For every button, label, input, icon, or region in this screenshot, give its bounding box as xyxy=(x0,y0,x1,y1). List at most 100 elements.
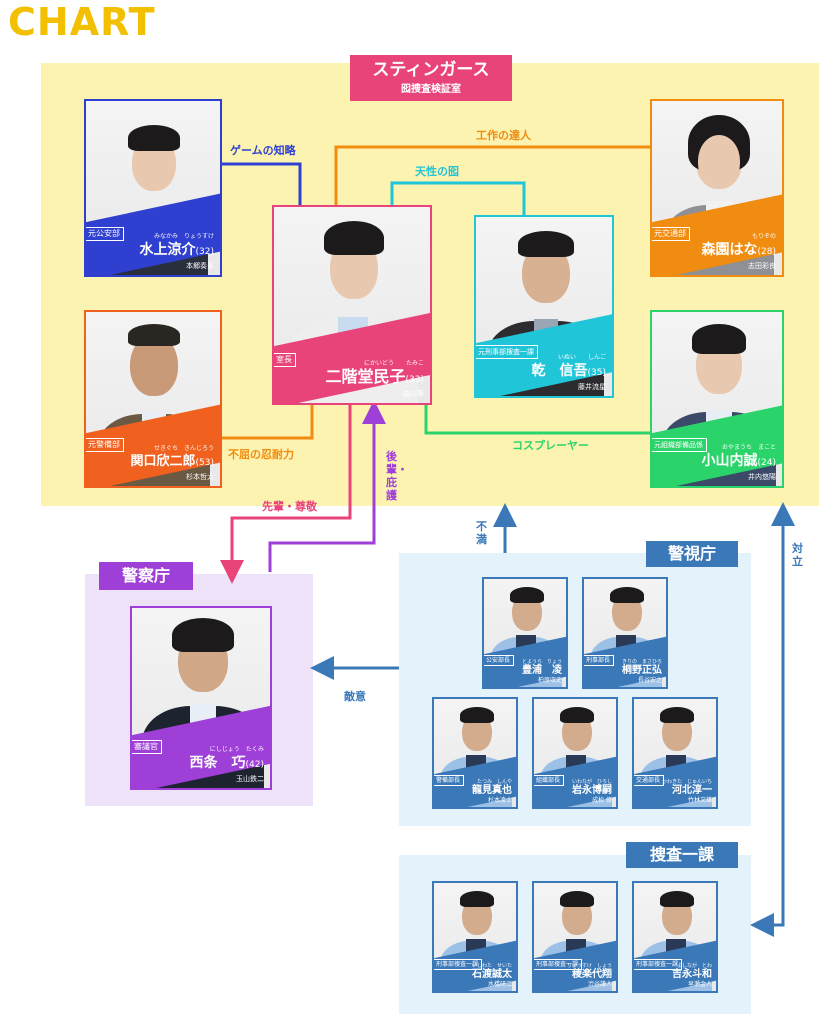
member-name: 桐野正弘 xyxy=(622,665,662,676)
member-card: 交通部長 かわきた じゅんいち 河北淳一 竹林文雄 xyxy=(632,697,718,809)
character-name: 森園はな xyxy=(701,242,758,258)
member-ruby: たつみ しんや xyxy=(476,779,512,785)
member-actor: 竹林文雄 xyxy=(687,797,712,804)
member-card: 公安部長 とようら りょう 豊浦 凌 柏原収史 xyxy=(482,577,568,689)
character-age: (53) xyxy=(195,458,214,468)
member-name: 龍見真也 xyxy=(472,785,512,796)
name-ruby: にかいどう たみこ xyxy=(363,360,424,367)
member-role: 刑事部捜査一課 xyxy=(434,959,483,970)
member-name: 稜楽代翔 xyxy=(572,969,612,980)
member-actor: 水橋研二 xyxy=(487,981,512,988)
npa-title: 警察庁 xyxy=(99,562,193,590)
role-badge: 審議官 xyxy=(132,740,162,754)
member-card: 刑事部捜査一課 りょうすけ しょう 稜楽代翔 渋谷謙人 xyxy=(532,881,618,993)
line-opposition xyxy=(750,516,785,937)
member-role: 刑事部長 xyxy=(584,655,615,666)
label-natural: 天性の囮 xyxy=(415,165,459,178)
name-ruby: みなかみ りょうすけ xyxy=(153,233,214,240)
member-ruby: りょうすけ しょう xyxy=(566,963,612,969)
card-sekiguchi: 元警備部 せきぐち きんじろう 関口欣二郎(53) 杉本哲太 xyxy=(84,310,222,488)
actor-name: 志田彩良 xyxy=(748,262,776,270)
member-card: 警備部長 たつみ しんや 龍見真也 杉本凌士 xyxy=(432,697,518,809)
member-actor: 杉本凌士 xyxy=(487,797,512,804)
character-age: (42) xyxy=(245,760,264,770)
member-name: 石渡誠太 xyxy=(472,969,512,980)
character-name: 二階堂民子 xyxy=(325,367,406,386)
name-ruby: おやまうち まこと xyxy=(721,444,776,451)
line-natural xyxy=(390,181,526,215)
member-role: 交通部長 xyxy=(634,775,665,786)
character-name: 関口欣二郎 xyxy=(130,454,196,469)
label-dissatisfied: 不満 xyxy=(476,520,487,546)
member-name: 豊浦 凌 xyxy=(522,665,562,676)
member-name: 岩永博嗣 xyxy=(572,785,612,796)
member-card: 刑事部捜査一課 いしわた せいた 石渡誠太 水橋研二 xyxy=(432,881,518,993)
label-endurance: 不屈の忍耐力 xyxy=(228,448,294,461)
name-ruby: もりぞの xyxy=(751,233,776,240)
line-game xyxy=(222,162,302,205)
label-cosplay: コスプレーヤー xyxy=(512,439,589,452)
actor-name: 杉本哲太 xyxy=(186,473,214,481)
card-inui: 元刑事部捜査一課 いぬい しんご 乾 信吾(35) 藤井流星 xyxy=(474,215,614,398)
member-role: 刑事部捜査一課 xyxy=(634,959,683,970)
member-actor: 成松 修 xyxy=(592,797,612,804)
line-senpai xyxy=(220,405,352,584)
line-craft xyxy=(334,145,650,205)
member-name: 吉永斗和 xyxy=(672,969,712,980)
card-koyama: 元組織部備品係 おやまうち まこと 小山内誠(24) 井内悠陽 xyxy=(650,310,784,488)
member-role: 刑事部捜査一課 xyxy=(534,959,583,970)
member-ruby: いわなが ひろし xyxy=(571,779,612,785)
role-badge: 元刑事部捜査一課 xyxy=(476,345,538,359)
member-ruby: とようら りょう xyxy=(521,659,562,665)
role-badge: 室長 xyxy=(274,353,296,367)
card-morizono: 元交通部 もりぞの 森園はな(28) 志田彩良 xyxy=(650,99,784,277)
card-mizukami: 元公安部 みなかみ りょうすけ 水上涼介(32) 本郷奏多 xyxy=(84,99,222,277)
sousa-title: 捜査一課 xyxy=(626,842,738,868)
member-actor: 早瀬金人 xyxy=(687,981,712,988)
character-name: 水上涼介 xyxy=(139,242,196,258)
member-role: 警備部長 xyxy=(434,775,465,786)
stingers-subtitle: 囮捜査検証室 xyxy=(401,84,461,95)
line-cosplay xyxy=(424,405,650,435)
role-badge: 元組織部備品係 xyxy=(652,438,707,452)
line-endurance xyxy=(222,405,314,440)
label-opposition: 対立 xyxy=(792,542,803,568)
actor-name: 井内悠陽 xyxy=(748,473,776,481)
character-name: 乾 信吾 xyxy=(531,363,588,379)
member-ruby: いしわた せいた xyxy=(471,963,512,969)
mpd-title: 警視庁 xyxy=(646,541,738,567)
character-name: 小山内誠 xyxy=(701,453,758,469)
card-saijo: 審議官 にしじょう たくみ 西条 巧(42) 玉山鉄二 xyxy=(130,606,272,790)
member-ruby: かわきた じゅんいち xyxy=(661,779,712,785)
name-ruby: にしじょう たくみ xyxy=(209,746,264,753)
line-kohai xyxy=(268,400,386,572)
card-nikaido: 室長 にかいどう たみこ 二階堂民子(33) 森川葵 xyxy=(272,205,432,405)
actor-name: 本郷奏多 xyxy=(186,262,214,270)
role-badge: 元公安部 xyxy=(86,227,124,241)
member-role: 組織部長 xyxy=(534,775,565,786)
member-actor: 渋谷謙人 xyxy=(587,981,612,988)
member-actor: 柏原収史 xyxy=(537,677,562,684)
member-card: 組織部長 いわなが ひろし 岩永博嗣 成松 修 xyxy=(532,697,618,809)
character-age: (28) xyxy=(757,247,776,257)
member-card: 刑事部捜査一課 よしなが とわ 吉永斗和 早瀬金人 xyxy=(632,881,718,993)
member-ruby: よしなが とわ xyxy=(676,963,712,969)
character-age: (35) xyxy=(587,368,606,378)
stingers-title-text: スティンガース xyxy=(372,60,490,80)
chart-heading: CHART xyxy=(8,0,156,44)
actor-name: 森川葵 xyxy=(403,390,424,398)
character-age: (32) xyxy=(195,247,214,257)
name-ruby: せきぐち きんじろう xyxy=(153,445,214,452)
member-ruby: きりの まさひろ xyxy=(621,659,662,665)
member-name: 河北淳一 xyxy=(672,785,712,796)
name-ruby: いぬい しんご xyxy=(557,354,606,361)
label-craft: 工作の達人 xyxy=(476,129,531,142)
member-actor: 長谷宏之 xyxy=(637,677,662,684)
actor-name: 玉山鉄二 xyxy=(236,775,264,783)
role-badge: 元交通部 xyxy=(652,227,690,241)
label-kohai: 後輩・庇護 xyxy=(386,450,408,502)
character-age: (24) xyxy=(757,458,776,468)
stingers-title: スティンガース 囮捜査検証室 xyxy=(350,55,512,101)
character-name: 西条 巧 xyxy=(189,755,246,771)
